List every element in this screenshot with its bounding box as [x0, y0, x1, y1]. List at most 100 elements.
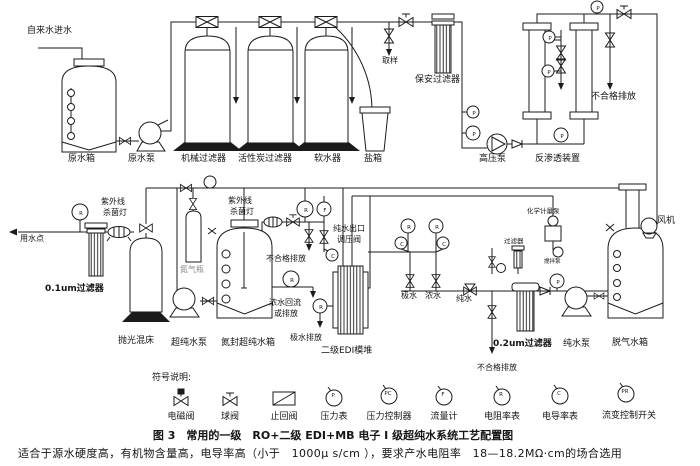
edi-stack: [332, 265, 369, 335]
svg-text:R: R: [407, 225, 411, 231]
label-pw-valve-line1: 纯水出口: [333, 223, 365, 233]
multiport-valve-icon: [195, 16, 219, 28]
svg-text:R: R: [304, 208, 308, 214]
svg-text:P: P: [472, 111, 476, 117]
legend-title: 符号说明:: [152, 371, 191, 383]
label-softener: 软水器: [314, 152, 341, 164]
label-reject-top: 不合格排放: [591, 90, 636, 102]
multiport-valve-icon: [314, 16, 338, 28]
uv-lamp-2: [263, 216, 283, 228]
label-chem-pump: 化学计量泵: [527, 206, 560, 215]
legend-label-3: 压力表: [320, 410, 347, 422]
pure-water-pump: [539, 273, 605, 317]
label-edi: 二级EDI模堆: [321, 344, 372, 356]
label-reject-mid: 不合格排放: [266, 253, 306, 263]
n2-bottle: [185, 197, 202, 263]
instrument-letters: R P P P P P P P R F C R R R R C C P: [79, 6, 600, 311]
label-hp-pump: 高压泵: [479, 152, 506, 164]
legend: 符号说明: P PC F R C PR 电磁阀 球阀 止回阀 压力表 压力控制器…: [152, 371, 656, 422]
valve-icon: [188, 197, 198, 211]
svg-text:C: C: [331, 254, 335, 260]
figure-caption: 图 3 常用的一级 RO+二级 EDI+MB 电子 I 级超纯水系统工艺配置图: [153, 428, 513, 442]
raw-water-tank: [61, 58, 117, 153]
security-filter: [431, 13, 455, 74]
softener: [293, 16, 360, 151]
resistivity-gauge-icon: [282, 270, 300, 288]
label-salt-tank: 盐箱: [364, 152, 382, 164]
figure-footnote: 适合于源水硬度高，有机物含量高，电导率高（小于 1000μ s/cm ），要求产…: [18, 446, 622, 460]
label-filter-02um: 0.2um过滤器: [493, 337, 553, 349]
label-elec-water: 极水: [401, 290, 417, 300]
label-pw-valve-line2: 调压阀: [337, 235, 361, 244]
electrode-concentrate-lines: [394, 218, 450, 288]
label-uv2-line2: 杀菌灯: [230, 206, 254, 216]
label-raw-pump: 原水泵: [128, 152, 155, 164]
svg-text:R: R: [319, 305, 323, 311]
hp-pump: [465, 105, 524, 155]
flow-gauge-icon: [316, 201, 332, 217]
label-degas-tank: 脱气水箱: [612, 336, 648, 348]
label-carbon-filter: 活性炭过滤器: [238, 152, 292, 164]
hand-valve-icon: [207, 227, 217, 235]
legend-label-1: 球阀: [221, 410, 239, 422]
chem-dosing: [488, 215, 564, 273]
label-fan: 风机: [657, 214, 675, 226]
ultrapure-pump: [169, 287, 215, 318]
svg-text:R: R: [79, 211, 83, 217]
check-valve-icon: [511, 139, 524, 149]
label-ultrapure-pump: 超纯水泵: [171, 336, 207, 348]
valve-icon: [139, 223, 153, 233]
svg-text:R: R: [499, 392, 503, 398]
water-point-arrow-icon: [9, 228, 17, 236]
check-valve-icon: [272, 391, 296, 406]
resistivity-gauge-icon: [71, 203, 89, 221]
degas-tank: [605, 183, 664, 319]
filter-01um: [84, 222, 108, 277]
check-valve-icon: [539, 286, 552, 296]
svg-text:PC: PC: [384, 391, 391, 397]
legend-label-5: 流量计: [430, 410, 457, 422]
pure-water-line: [463, 283, 497, 319]
label-n2-bottle: 氮气瓶: [180, 264, 204, 274]
label-polishing-bed: 抛光混床: [118, 334, 154, 346]
solenoid-valve-icon: [174, 389, 188, 406]
mechanical-filter: [173, 16, 242, 151]
label-uv1-line2: 杀菌灯: [103, 207, 127, 217]
svg-text:P: P: [596, 6, 600, 12]
ro-unit: [522, 0, 631, 143]
uv-lamp-1: [106, 226, 132, 242]
resistivity-gauge-icon: [296, 200, 314, 218]
salt-tank: [359, 106, 391, 152]
svg-text:P: P: [548, 36, 552, 42]
label-small-filter: 过滤器: [504, 236, 524, 245]
legend-label-7: 电导率表: [542, 410, 578, 422]
conductivity-gauge-icon: [325, 248, 339, 262]
label-sampling: 取样: [382, 55, 398, 65]
multiport-valve-icon: [258, 16, 282, 28]
ball-valve-icon: [399, 14, 413, 27]
svg-text:PR: PR: [621, 389, 628, 395]
pressure-gauge-icon: [325, 386, 343, 407]
pressure-gauge-icon: [203, 175, 217, 189]
ball-valve-icon: [617, 6, 631, 19]
label-security-filter: 保安过滤器: [415, 73, 460, 85]
carbon-filter: [236, 16, 305, 151]
label-n2-tank: 氮封超纯水箱: [221, 336, 275, 348]
fan-icon: [640, 217, 658, 235]
legend-label-4: 压力控制器: [366, 410, 411, 422]
label-elec-drain: 极水排放: [290, 332, 322, 342]
label-tap-inlet: 自来水进水: [27, 24, 72, 36]
label-raw-tank: 原水箱: [68, 152, 95, 164]
equipment-labels: 自来水进水 原水箱 原水泵 机械过滤器 活性炭过滤器 软水器 盐箱 取样 保安过…: [20, 24, 675, 372]
label-agitator: 搅拌泵: [544, 257, 561, 265]
svg-text:R: R: [290, 278, 294, 284]
svg-text:C: C: [557, 391, 561, 397]
filter-02um: [511, 282, 540, 332]
legend-label-8: 流变控制开关: [602, 409, 656, 421]
conductivity-meter-icon: [551, 384, 569, 405]
label-filter-01um: 0.1um过滤器: [45, 282, 105, 294]
svg-text:P: P: [331, 393, 335, 399]
label-water-point: 用水点: [20, 233, 44, 243]
